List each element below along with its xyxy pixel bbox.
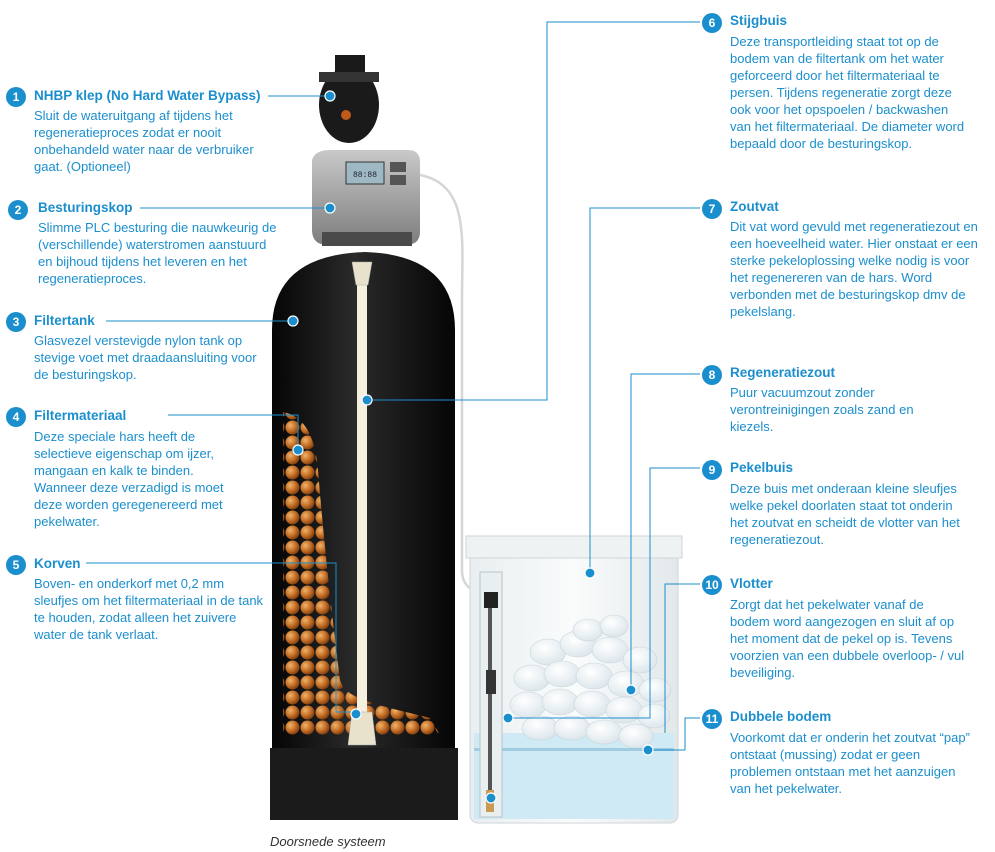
desc-pekelbuis: Deze buis met onderaan kleine sleufjes w… [730,481,960,547]
title-filtermateriaal: Filtermateriaal [34,408,127,423]
tank-base [270,748,458,820]
desc-regeneratiezout: Puur vacuumzout zonder verontreinigingen… [730,385,914,434]
badge-7: 7 [702,199,722,219]
badge-9: 9 [702,460,722,480]
badge-3: 3 [6,312,26,332]
badge-11: 11 [702,709,722,729]
title-regeneratiezout: Regeneratiezout [730,365,836,380]
salt-pellets [509,614,672,749]
diagram-caption: Doorsnede systeem [270,834,386,849]
leader-dots [287,90,654,804]
leader-lines [86,21,700,751]
desc-besturingskop: Slimme PLC besturing die nauwkeurig de (… [38,220,277,286]
badge-4: 4 [6,407,26,427]
desc-dubbele-bodem: Voorkomt dat er onderin het zoutvat “pap… [730,730,970,796]
badge-2: 2 [8,200,28,220]
title-korven: Korven [34,556,81,571]
title-nhbp: NHBP klep (No Hard Water Bypass) [34,88,261,103]
svg-text:88:88: 88:88 [353,171,377,180]
badge-1: 1 [6,87,26,107]
top-basket [351,261,373,286]
title-stijgbuis: Stijgbuis [730,13,787,28]
title-pekelbuis: Pekelbuis [730,460,794,475]
title-vlotter: Vlotter [730,576,773,591]
title-filtertank: Filtertank [34,313,95,328]
desc-zoutvat: Dit vat word gevuld met regeneratiezout … [730,219,978,319]
title-zoutvat: Zoutvat [730,199,779,214]
badge-6: 6 [702,13,722,33]
desc-vlotter: Zorgt dat het pekelwater vanaf de bodem … [730,597,965,680]
badge-5: 5 [6,555,26,575]
badge-10: 10 [702,575,722,595]
control-head [312,150,420,245]
float [486,670,496,694]
riser-tube [357,275,367,715]
nhbp-valve [319,67,379,143]
desc-stijgbuis: Deze transportleiding staat tot op de bo… [730,34,965,151]
badge-8: 8 [702,365,722,385]
title-dubbele-bodem: Dubbele bodem [730,709,832,724]
double-bottom [474,748,674,751]
desc-filtertank: Glasvezel verstevigde nylon tank op stev… [34,333,257,382]
control-display [345,161,385,185]
bottom-basket [347,711,377,746]
title-besturingskop: Besturingskop [38,200,133,215]
desc-filtermateriaal: Deze speciale hars heeft de selectieve e… [34,429,224,529]
desc-korven: Boven- en onderkorf met 0,2 mm sleufjes … [34,576,264,642]
desc-nhbp: Sluit de wateruitgang af tijdens het reg… [34,108,254,174]
